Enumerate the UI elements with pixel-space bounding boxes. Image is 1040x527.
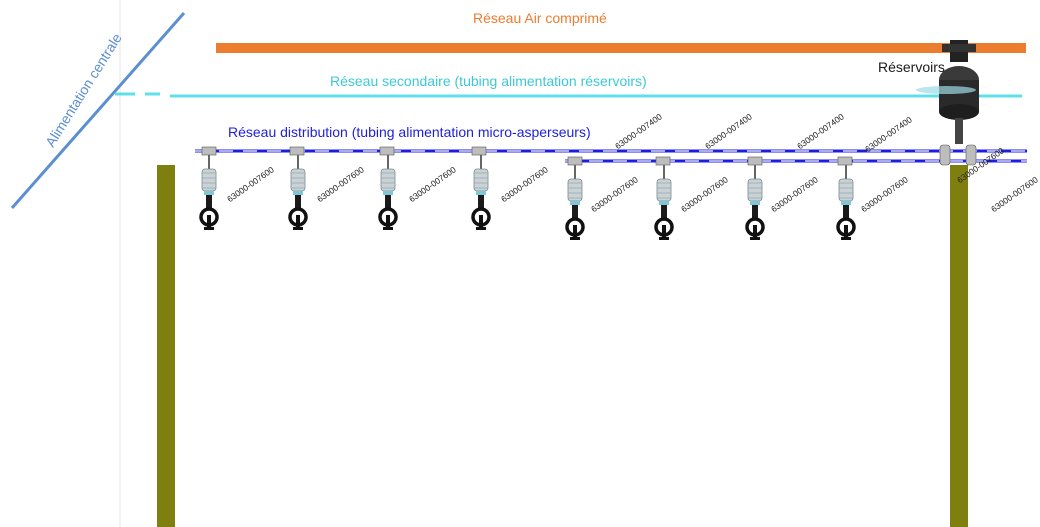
micro-sprinkler [199,155,219,230]
micro-sprinkler [565,165,585,240]
air-network-label: Réseau Air comprimé [473,10,607,26]
reservoirs-label: Réservoirs [878,59,945,75]
micro-sprinkler [654,165,674,240]
pipe-fittings [201,144,977,166]
central-feed-line [10,12,186,209]
reservoir-unit [916,40,979,144]
micro-sprinklers [199,155,856,240]
micro-sprinkler [288,155,308,230]
distribution-network-label: Réseau distribution (tubing alimentation… [228,124,591,140]
micro-sprinkler [836,165,856,240]
air-network-pipe [216,43,1026,53]
micro-sprinkler [378,155,398,230]
micro-sprinkler [745,165,765,240]
micro-sprinkler [471,155,491,230]
right-post [950,165,968,527]
secondary-network-label: Réseau secondaire (tubing alimentation r… [330,73,647,89]
left-post [157,165,175,527]
